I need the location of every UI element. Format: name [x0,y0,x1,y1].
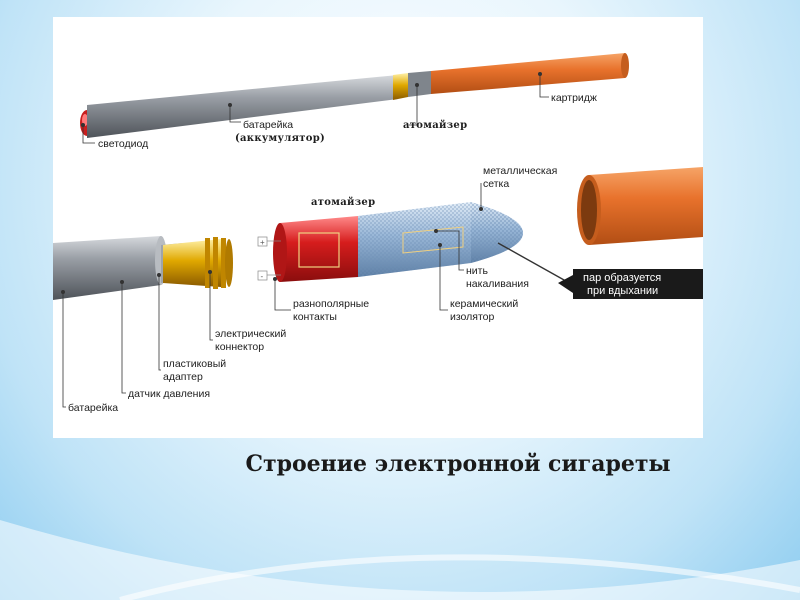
svg-text:+: + [260,238,265,247]
svg-text:-: - [261,272,264,281]
label-contacts-2: контакты [293,311,337,323]
diagram-canvas: светодиод батарейка (аккумулятор) атомай… [53,53,703,414]
label-battery-top-1: батарейка [243,119,293,131]
label-atomizer-mid: атомайзер [311,197,375,208]
label-pressure-sensor: датчик давления [128,388,210,400]
label-cartridge: картридж [551,92,597,104]
label-contacts-1: разнополярные [293,298,369,310]
label-filament-1: нить [466,265,488,277]
label-insulator-1: керамический [450,298,518,310]
label-vapor-1: пар образуется [583,272,661,284]
label-filament-2: накаливания [466,278,529,290]
battery-bottom [53,236,167,300]
label-adapter-1: пластиковый [163,358,226,370]
label-connector-2: коннектор [215,341,264,353]
cartridge-bottom [577,167,703,245]
label-insulator-2: изолятор [450,311,495,323]
polarity-markers: + - [257,236,281,281]
assembled-cigarette [80,53,629,138]
label-connector-1: электрический [215,328,286,340]
label-battery-top-2: (аккумулятор) [235,133,325,144]
leader-lines-top [80,72,549,144]
cartridge-top [431,53,629,94]
label-led: светодиод [98,138,148,150]
slide-title: Строение электронной сигареты [245,451,671,477]
label-vapor-2: при вдыхании [587,285,658,297]
vapor-callout: пар образуется при вдыхании [558,269,703,299]
electric-connector [163,237,233,289]
e-cigarette-diagram: светодиод батарейка (аккумулятор) атомай… [53,17,703,438]
label-adapter-2: адаптер [163,371,203,383]
battery-body-top [87,75,398,138]
leader-lines-bottom [60,183,574,408]
label-battery-bottom: батарейка [68,402,118,414]
atomizer-bottom [273,202,523,282]
label-mesh-2: сетка [483,178,509,190]
label-mesh-1: металлическая [483,165,557,177]
atomizer-ring-top [393,71,431,100]
label-atomizer-top: атомайзер [403,120,467,131]
